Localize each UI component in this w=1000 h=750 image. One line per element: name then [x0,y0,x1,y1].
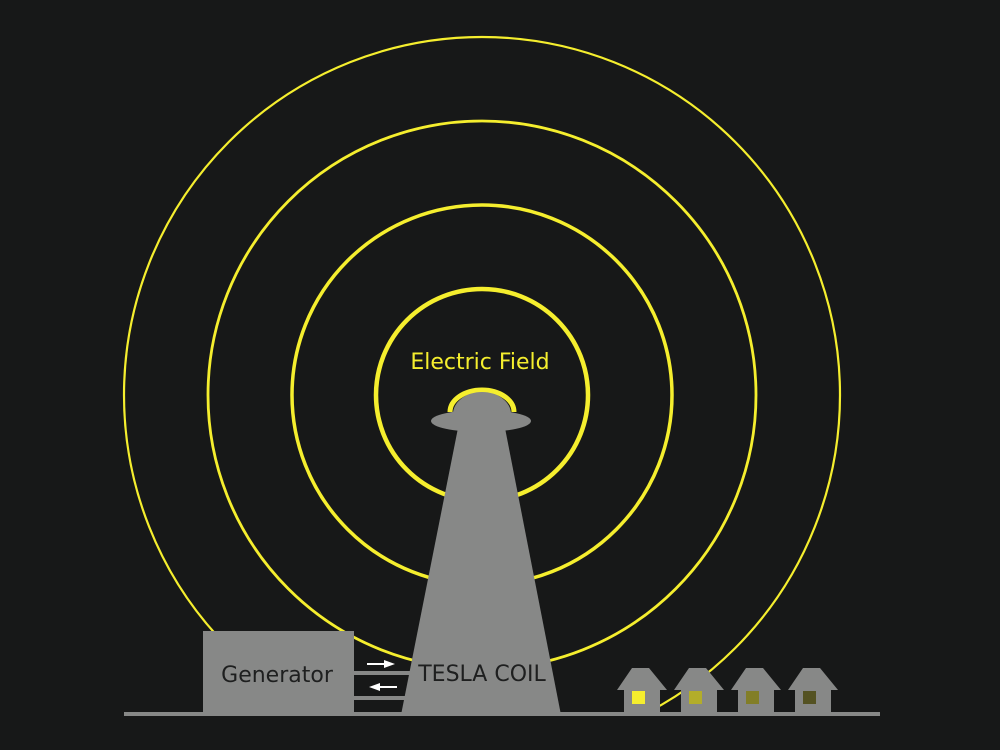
connector-bar-bottom [354,696,406,700]
tesla-coil [401,392,561,715]
house-window-lit [689,691,702,704]
generator-box [203,631,354,715]
tesla-coil-tower [401,428,561,715]
connector-bar-top [354,671,410,675]
houses [617,668,838,715]
house-window-lit [632,691,645,704]
tesla-coil-disc [431,410,531,432]
tesla-coil-dome [453,392,511,414]
arrow-left-icon [369,683,397,691]
house-2 [674,668,724,715]
house-3 [731,668,781,715]
house-1 [617,668,667,715]
below-ground-mask [0,716,1000,750]
arrow-right-icon [367,660,395,668]
ground-line [124,712,880,716]
house-window-dim [746,691,759,704]
field-ring-4 [123,36,841,750]
tesla-coil-label: TESLA COIL [417,662,546,687]
electric-field-label: Electric Field [410,350,549,375]
dome-glow [447,387,517,413]
house-window-dim [803,691,816,704]
house-4 [788,668,838,715]
generator-label: Generator [221,663,334,688]
